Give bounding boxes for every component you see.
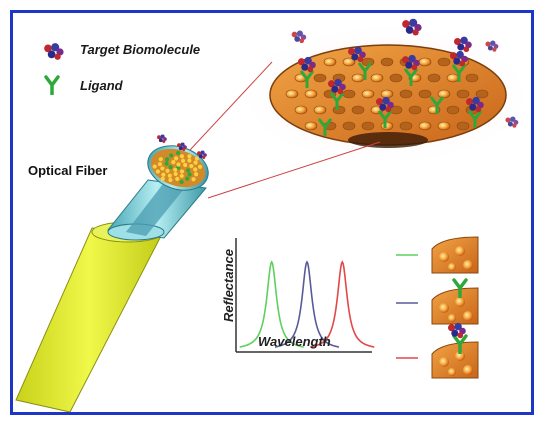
tip-particle [174, 156, 179, 161]
nanoparticle [427, 73, 441, 83]
tip-particle [183, 162, 188, 168]
tip-particle [160, 176, 165, 181]
state-tile-bare [431, 236, 479, 274]
tip-particle [179, 169, 185, 174]
nanoparticle [418, 57, 432, 67]
target-biomolecule-label: Target Biomolecule [80, 42, 201, 57]
tip-particle [160, 166, 165, 171]
tip-particle [197, 164, 203, 169]
tip-particle [191, 177, 196, 182]
nanoparticle [342, 89, 356, 99]
zoom-line-bottom [207, 141, 381, 199]
nanoparticle [389, 73, 403, 83]
nanoparticle [294, 105, 308, 115]
nanoparticle [380, 57, 394, 67]
target-biomolecule-icon [157, 134, 167, 143]
tip-particle [194, 156, 199, 161]
ligand-icon [44, 75, 60, 95]
tip-particle [173, 171, 178, 177]
nanoparticle [418, 121, 432, 131]
state-tile-ligand [431, 287, 479, 325]
tip-particle [185, 176, 190, 181]
tip-particle [158, 157, 163, 162]
nanoparticle [380, 89, 394, 99]
spectrum-peak-3 [310, 260, 375, 348]
optical-fiber-label: Optical Fiber [28, 163, 108, 178]
nanoparticle [475, 89, 489, 99]
tip-particle [189, 163, 194, 169]
tip-particle [167, 173, 172, 178]
ligand-label: Ligand [80, 78, 123, 93]
nanoparticle [351, 105, 365, 115]
nanoparticle [332, 105, 346, 115]
nanoparticle [437, 121, 451, 131]
state-legend [396, 236, 479, 379]
tip-particle [175, 176, 180, 182]
nanoparticle [361, 89, 375, 99]
tip-particle [187, 158, 192, 163]
nanoparticle [361, 121, 375, 131]
tip-particle [165, 157, 170, 162]
tip-particle [161, 172, 166, 177]
tip-particle [169, 153, 174, 158]
x-axis-label: Wavelength [258, 334, 331, 349]
tip-particle [152, 164, 157, 169]
nanoparticle [399, 89, 413, 99]
nanoparticle [456, 89, 470, 99]
tip-particle [155, 169, 161, 174]
nanoparticle [351, 73, 365, 83]
tip-particle [157, 162, 163, 167]
nanoparticle [370, 73, 384, 83]
target-biomolecule-icon [44, 43, 64, 60]
nanoparticle [380, 121, 394, 131]
tip-particle [165, 168, 170, 173]
tip-particle [193, 167, 198, 172]
tip-particle [187, 172, 192, 177]
tip-particle [173, 167, 178, 172]
nanoparticle [342, 121, 356, 131]
nanoparticle [418, 89, 432, 99]
tip-particle [171, 160, 176, 165]
nanoparticle [465, 73, 479, 83]
nanoparticle [399, 121, 413, 131]
nanoparticle [437, 89, 451, 99]
magnified-surface [235, 23, 535, 167]
spectrum-peak-1 [239, 260, 304, 348]
tip-particle [168, 177, 173, 183]
state-tile-bound [431, 341, 479, 379]
tip-particle [180, 158, 186, 163]
tip-particle [179, 173, 184, 179]
zoom-line-top [189, 61, 273, 151]
nanoparticle [313, 105, 327, 115]
y-axis-label: Reflectance [220, 249, 236, 322]
spectrum-peak-2 [274, 260, 340, 348]
nanoparticle [323, 57, 337, 67]
nanoparticle [313, 73, 327, 83]
nanoparticle [304, 89, 318, 99]
nanoparticle [285, 89, 299, 99]
state-target-icon [447, 322, 466, 339]
tip-particle [176, 162, 181, 167]
tip-particle [193, 160, 198, 165]
nanoparticle [304, 121, 318, 131]
tip-particle [168, 165, 173, 170]
nanoparticle [408, 105, 422, 115]
tip-particle [176, 150, 181, 156]
tip-particle [179, 154, 185, 159]
nanoparticle [456, 121, 470, 131]
tip-particle [179, 179, 184, 185]
nanoparticle [446, 73, 460, 83]
spectrum-chart [235, 238, 375, 353]
nanoparticle [342, 57, 356, 67]
nanoparticle [446, 105, 460, 115]
nanoparticle [437, 57, 451, 67]
optical-fiber [15, 134, 209, 413]
tip-particle [164, 161, 169, 166]
tip-particle [193, 172, 199, 177]
tip-particle [185, 168, 191, 173]
tip-particle [187, 154, 192, 159]
